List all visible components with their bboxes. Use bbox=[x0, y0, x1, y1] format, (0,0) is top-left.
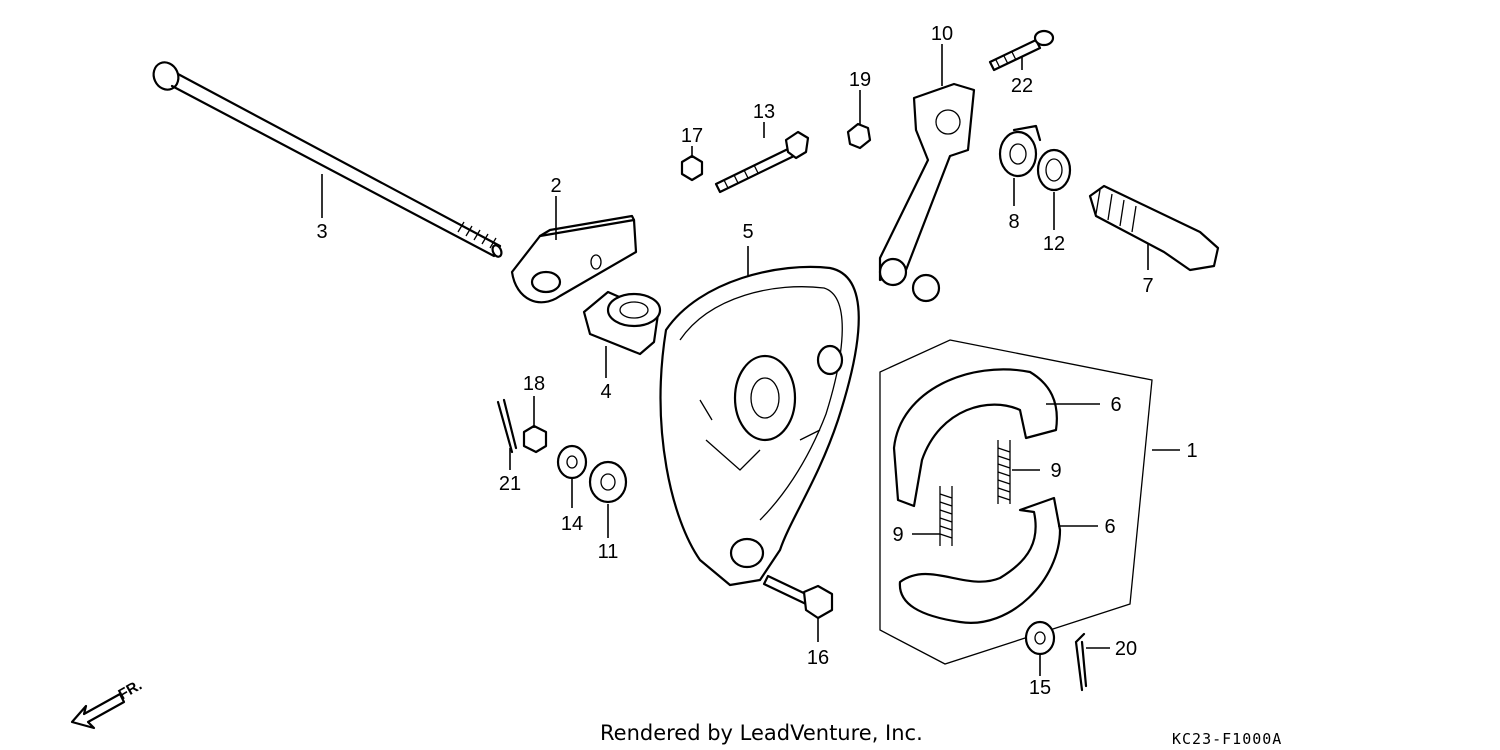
part-20-cotter-pin bbox=[1074, 632, 1088, 692]
callout-7: 7 bbox=[1142, 275, 1153, 297]
callout-17: 17 bbox=[681, 125, 703, 147]
callout-6-upper: 6 bbox=[1110, 394, 1121, 416]
part-14-washer bbox=[556, 444, 588, 480]
callout-10: 10 bbox=[931, 23, 953, 45]
part-2-adjuster bbox=[510, 214, 638, 304]
callout-13: 13 bbox=[753, 101, 775, 123]
callout-19: 19 bbox=[849, 69, 871, 91]
callout-6-lower: 6 bbox=[1104, 516, 1115, 538]
part-21-cotter-pin bbox=[496, 398, 518, 454]
part-15-washer bbox=[1024, 620, 1056, 656]
part-10-brake-arm bbox=[878, 82, 976, 303]
part-18-nut bbox=[522, 424, 548, 454]
part-4-collar bbox=[582, 290, 662, 356]
arrow-icon bbox=[70, 692, 126, 730]
callout-2: 2 bbox=[550, 175, 561, 197]
callout-18: 18 bbox=[523, 373, 545, 395]
callout-8: 8 bbox=[1008, 211, 1019, 233]
part-3-axle bbox=[152, 61, 503, 258]
callout-4: 4 bbox=[600, 381, 611, 403]
callout-1: 1 bbox=[1186, 440, 1197, 462]
callout-12: 12 bbox=[1043, 233, 1065, 255]
callout-21: 21 bbox=[499, 473, 521, 495]
part-9-spring-lower bbox=[939, 486, 953, 546]
leader-lines bbox=[321, 44, 1180, 676]
part-7-brake-cam bbox=[1088, 184, 1220, 272]
callout-9-lower: 9 bbox=[892, 524, 903, 546]
callout-20: 20 bbox=[1115, 638, 1137, 660]
part-13-bolt bbox=[714, 130, 810, 194]
part-11-seal bbox=[588, 460, 628, 504]
part-8-lock-washer bbox=[998, 124, 1042, 178]
part-16-stud-bolt bbox=[762, 574, 834, 620]
callout-22: 22 bbox=[1011, 75, 1033, 97]
callout-5: 5 bbox=[742, 221, 753, 243]
front-direction-arrow: FR. bbox=[70, 677, 145, 730]
callout-16: 16 bbox=[807, 647, 829, 669]
callout-11: 11 bbox=[598, 541, 619, 563]
part-19-nut bbox=[846, 122, 872, 150]
part-22-bolt bbox=[988, 29, 1055, 72]
part-5-brake-panel bbox=[659, 265, 860, 587]
part-17-nut bbox=[680, 154, 704, 182]
callout-15: 15 bbox=[1029, 677, 1051, 699]
callout-9-upper: 9 bbox=[1050, 460, 1061, 482]
part-6-lower-brake-shoe bbox=[898, 496, 1062, 624]
callout-3: 3 bbox=[316, 221, 327, 243]
part-12-seal bbox=[1036, 148, 1072, 192]
part-9-spring-upper bbox=[997, 440, 1011, 504]
part-1-shoe-assembly-group-box bbox=[879, 339, 1153, 665]
callout-14: 14 bbox=[561, 513, 583, 535]
part-6-upper-brake-shoe bbox=[892, 368, 1058, 508]
diagram-code: KC23-F1000A bbox=[1172, 730, 1282, 748]
credit-text: Rendered by LeadVenture, Inc. bbox=[600, 721, 923, 745]
callout-labels: 3 2 4 5 6 6 9 9 1 7 8 12 10 22 19 13 17 … bbox=[316, 23, 1197, 699]
